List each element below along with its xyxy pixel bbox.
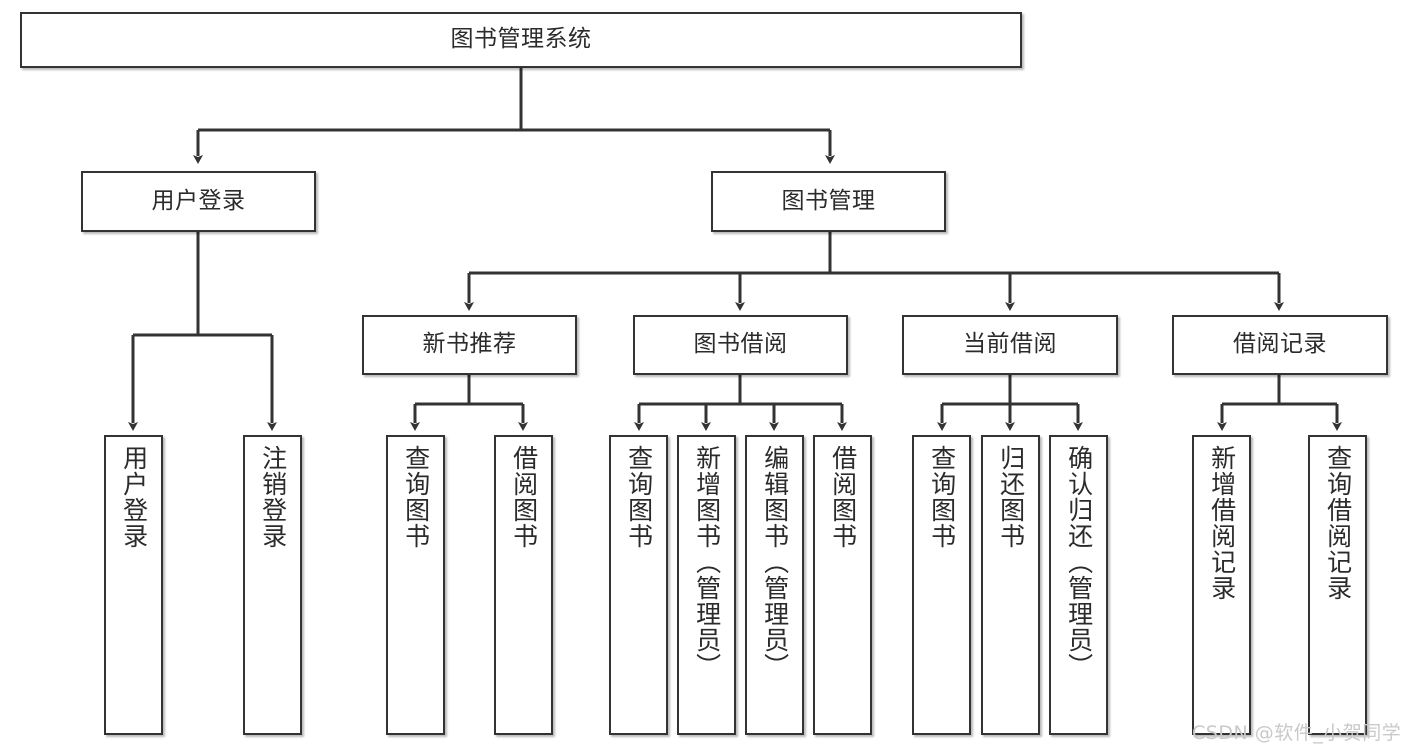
new-book-to-leaves-connectors bbox=[410, 375, 528, 431]
leaf-new-book-query-books[interactable]: 查询图书 bbox=[386, 435, 445, 735]
leaf-user-login-logout[interactable]: 注销登录 bbox=[243, 435, 302, 735]
leaf-book-borrow-add-book-admin[interactable]: 新增图书（管理员） bbox=[677, 435, 736, 735]
node-label: 用户登录 bbox=[151, 187, 246, 214]
current-borrow-to-leaves-connectors bbox=[937, 375, 1083, 431]
node-label: 查询图书 bbox=[624, 445, 654, 549]
root-to-level2-connectors bbox=[193, 68, 835, 164]
node-label: 用户登录 bbox=[119, 445, 149, 549]
node-label: 图书管理系统 bbox=[450, 26, 592, 53]
node-current-borrowing[interactable]: 当前借阅 bbox=[902, 315, 1118, 375]
node-label: 图书借阅 bbox=[693, 331, 788, 358]
node-label: 查询图书 bbox=[401, 445, 431, 549]
node-label: 借阅图书 bbox=[509, 445, 539, 549]
leaf-book-borrow-borrow-books[interactable]: 借阅图书 bbox=[813, 435, 872, 735]
node-root-book-management-system[interactable]: 图书管理系统 bbox=[20, 12, 1022, 68]
borrow-records-to-leaves-connectors bbox=[1217, 375, 1342, 431]
book-manage-to-level3-connectors bbox=[464, 232, 1284, 311]
book-borrow-to-leaves-connectors bbox=[634, 375, 847, 431]
node-label: 归还图书 bbox=[996, 445, 1026, 549]
node-book-borrowing[interactable]: 图书借阅 bbox=[633, 315, 848, 375]
leaf-book-borrow-edit-book-admin[interactable]: 编辑图书（管理员） bbox=[745, 435, 804, 735]
node-user-login[interactable]: 用户登录 bbox=[81, 171, 316, 232]
leaf-book-borrow-query-books[interactable]: 查询图书 bbox=[609, 435, 668, 735]
node-label: 借阅图书 bbox=[828, 445, 858, 549]
node-label: 新增借阅记录 bbox=[1207, 445, 1237, 601]
node-label: 编辑图书（管理员） bbox=[760, 445, 790, 679]
leaf-current-borrow-query-books[interactable]: 查询图书 bbox=[912, 435, 971, 735]
leaf-user-login-login[interactable]: 用户登录 bbox=[104, 435, 163, 735]
node-borrowing-records[interactable]: 借阅记录 bbox=[1172, 315, 1388, 375]
leaf-records-query-borrow-record[interactable]: 查询借阅记录 bbox=[1308, 435, 1367, 735]
node-book-management[interactable]: 图书管理 bbox=[711, 171, 946, 232]
leaf-new-book-borrow-books[interactable]: 借阅图书 bbox=[494, 435, 553, 735]
node-new-book-recommendation[interactable]: 新书推荐 bbox=[362, 315, 577, 375]
node-label: 借阅记录 bbox=[1233, 331, 1327, 358]
user-login-to-leaves-connectors bbox=[128, 232, 277, 431]
node-label: 图书管理 bbox=[781, 187, 876, 214]
node-label: 新书推荐 bbox=[422, 331, 517, 358]
csdn-watermark: CSDN @软件_小贺同学 bbox=[1192, 722, 1402, 744]
leaf-records-add-borrow-record[interactable]: 新增借阅记录 bbox=[1192, 435, 1251, 735]
node-label: 查询借阅记录 bbox=[1323, 445, 1353, 601]
node-label: 新增图书（管理员） bbox=[692, 445, 722, 679]
leaf-current-borrow-confirm-return-admin[interactable]: 确认归还（管理员） bbox=[1049, 435, 1108, 735]
node-label: 注销登录 bbox=[258, 445, 288, 549]
node-label: 当前借阅 bbox=[963, 331, 1057, 358]
node-label: 确认归还（管理员） bbox=[1064, 445, 1094, 679]
leaf-current-borrow-return-books[interactable]: 归还图书 bbox=[981, 435, 1040, 735]
node-label: 查询图书 bbox=[927, 445, 957, 549]
